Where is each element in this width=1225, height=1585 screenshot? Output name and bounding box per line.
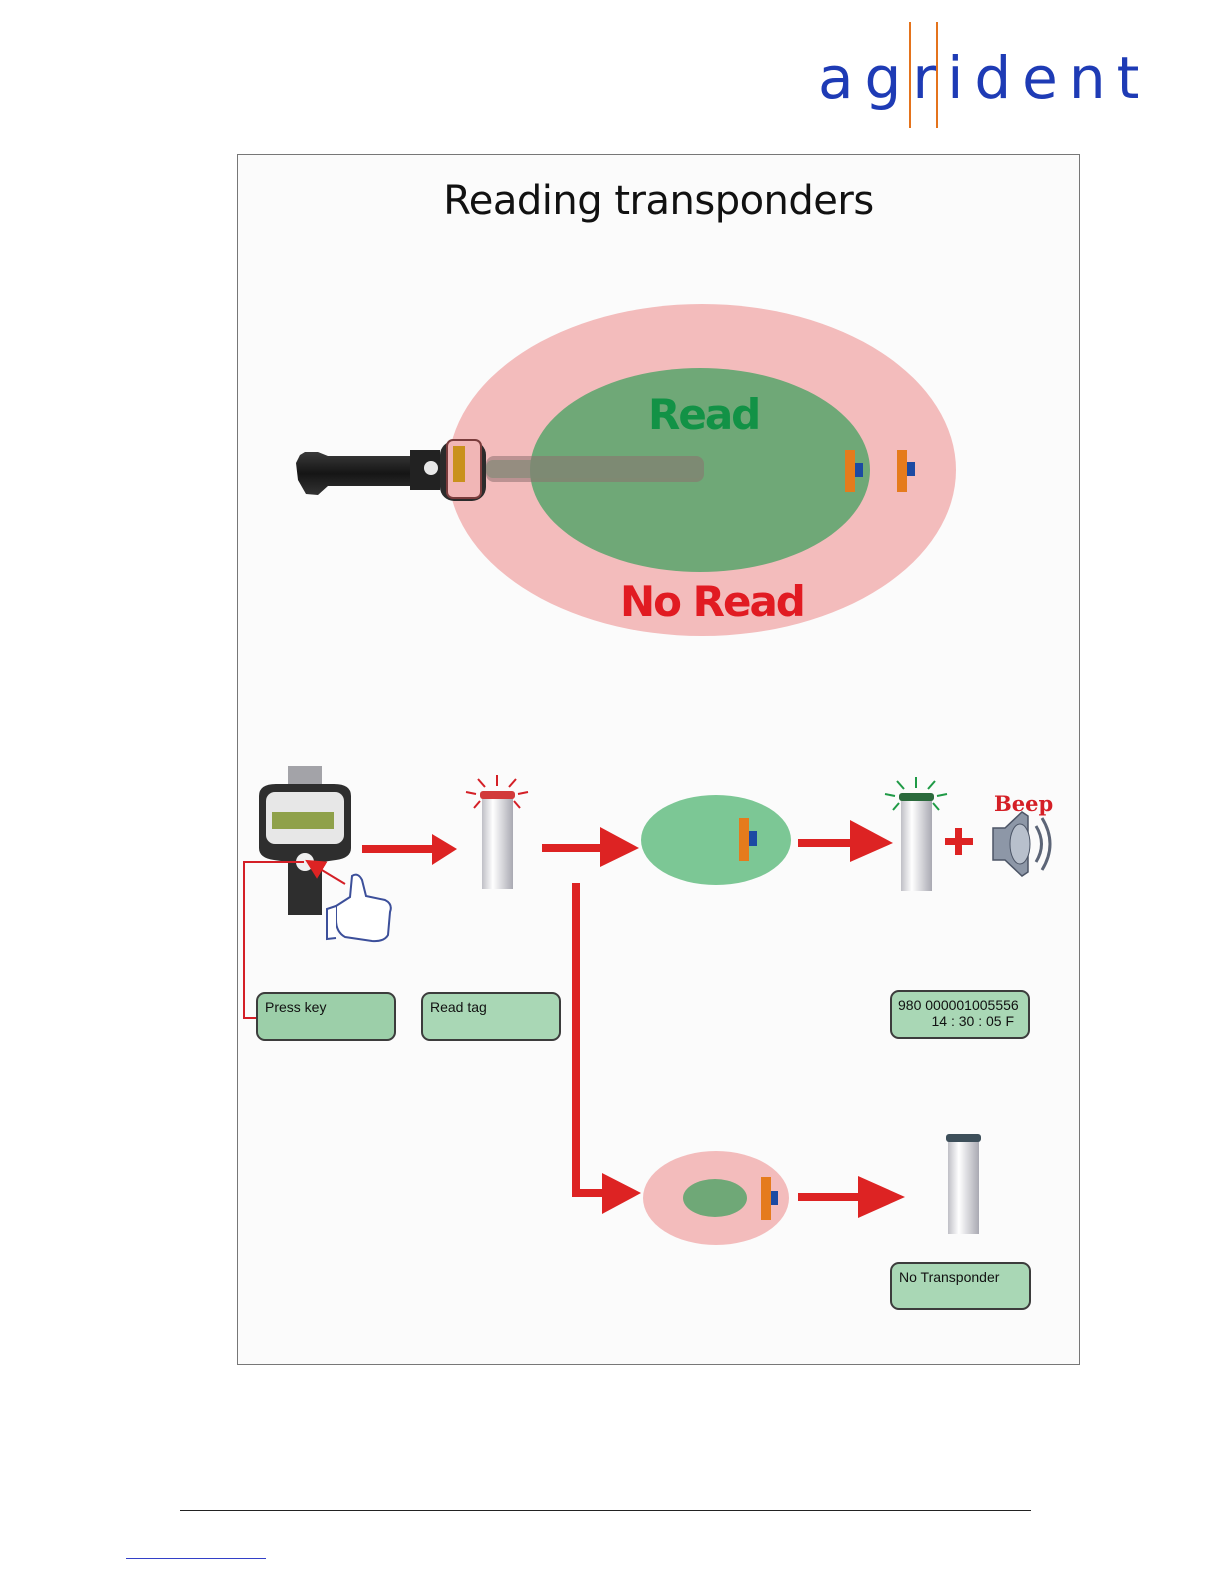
read-tag-text: Read tag bbox=[430, 999, 487, 1015]
flow-arrow-branch bbox=[572, 883, 641, 1214]
plus-icon bbox=[945, 828, 973, 855]
flow-arrow-3 bbox=[798, 820, 893, 862]
read-success-field-icon bbox=[641, 795, 791, 885]
flow-arrow-1 bbox=[362, 834, 457, 865]
footer-rule bbox=[180, 1510, 1031, 1511]
press-key-box: Press key bbox=[256, 992, 396, 1041]
tag-number-text: 980 000001005556 bbox=[898, 997, 1019, 1013]
press-key-text: Press key bbox=[265, 999, 326, 1015]
read-tag-box: Read tag bbox=[421, 992, 561, 1041]
reader-tube-red-flash-icon bbox=[466, 775, 528, 889]
read-result-display: 980 000001005556 14 : 30 : 05 F bbox=[890, 990, 1030, 1039]
no-read-zone-label: No Read bbox=[620, 577, 804, 626]
read-time-text: 14 : 30 : 05 F bbox=[898, 1013, 1022, 1029]
flow-arrow-4 bbox=[798, 1176, 905, 1218]
reader-tube-green-flash-icon bbox=[885, 777, 947, 891]
flow-arrow-2 bbox=[542, 827, 639, 867]
reader-tube-off-icon bbox=[946, 1134, 981, 1234]
no-transponder-text: No Transponder bbox=[899, 1269, 999, 1285]
thumbs-up-icon bbox=[327, 875, 391, 941]
speaker-icon bbox=[993, 812, 1050, 876]
beep-label: Beep bbox=[994, 791, 1053, 816]
handheld-reader-icon bbox=[259, 766, 351, 915]
read-zone-label: Read bbox=[648, 390, 759, 439]
no-read-field-icon bbox=[643, 1151, 789, 1245]
footer-link-underline bbox=[126, 1558, 266, 1559]
no-transponder-box: No Transponder bbox=[890, 1262, 1031, 1310]
